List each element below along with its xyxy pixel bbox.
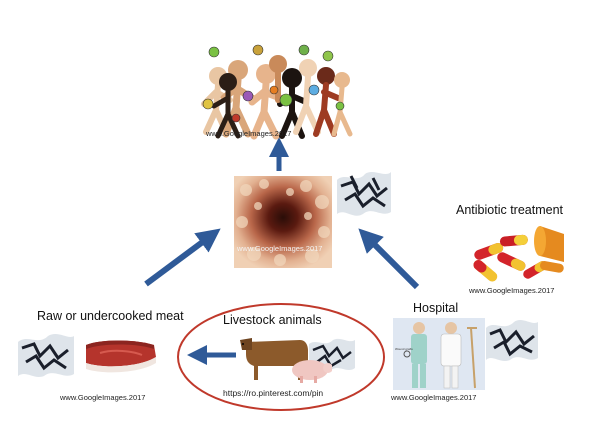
pills-image <box>470 222 566 284</box>
hospital-credit: www.GoogleImages.2017 <box>391 393 477 402</box>
antibiotic-credit: www.GoogleImages.2017 <box>469 286 555 295</box>
cow-icon <box>240 338 308 380</box>
antibiotic-label: Antibiotic treatment <box>456 203 563 217</box>
bacteria-icon-hospital <box>484 316 540 364</box>
hospital-image: Wound grafts <box>393 318 485 390</box>
meat-credit: www.GoogleImages.2017 <box>60 393 146 402</box>
meat-icon <box>80 337 160 377</box>
arrow-meat-to-gut <box>144 228 221 287</box>
livestock-ellipse <box>177 303 385 411</box>
gut-credit: www.GoogleImages.2017 <box>237 244 323 253</box>
livestock-label: Livestock animals <box>223 313 322 327</box>
patient-icon <box>403 322 427 388</box>
crowd-credit: www.GoogleImages.2017 <box>206 129 292 138</box>
bacteria-icon <box>333 166 395 220</box>
hospital-label: Hospital <box>413 301 459 315</box>
meat-label: Raw or undercooked meat <box>37 309 184 323</box>
bacteria-icon-meat <box>16 330 76 380</box>
crutch-icon <box>467 327 477 389</box>
pig-icon <box>292 360 332 383</box>
crowd-image <box>196 40 356 140</box>
livestock-image <box>240 334 332 384</box>
svg-text:Wound grafts: Wound grafts <box>395 347 413 351</box>
arrow-hospital-to-gut <box>358 228 420 290</box>
colon-endoscopy-image <box>234 176 332 268</box>
doctor-icon <box>440 322 462 389</box>
livestock-credit: https://ro.pinterest.com/pin <box>223 388 324 398</box>
